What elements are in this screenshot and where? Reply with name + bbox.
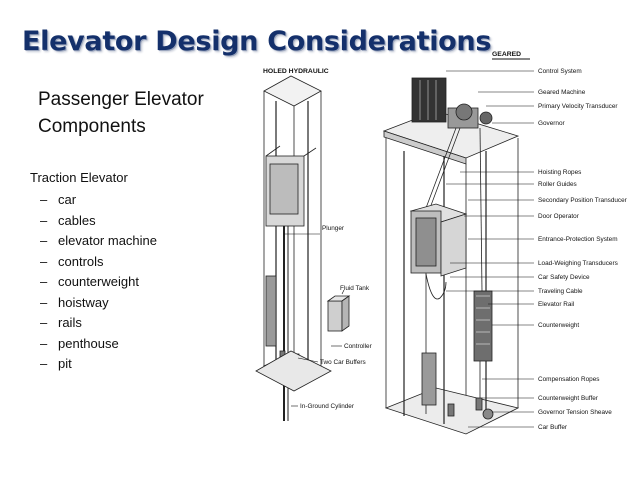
component-items: –car –cables –elevator machine –controls… xyxy=(30,190,157,375)
subtitle-line-1: Passenger Elevator xyxy=(38,89,204,110)
hydraulic-caption: HOLED HYDRAULIC xyxy=(263,68,329,75)
label-in-ground-cylinder: In-Ground Cylinder xyxy=(300,403,355,410)
list-item-text: hoistway xyxy=(58,294,109,310)
label-primary-velocity-transducer: Primary Velocity Transducer xyxy=(538,103,618,110)
list-item-text: car xyxy=(58,192,77,207)
label-secondary-position-transducer: Secondary Position Transducer xyxy=(538,197,628,204)
label-governor: Governor xyxy=(538,120,566,127)
list-item-text: pit xyxy=(58,356,72,371)
label-elevator-rail: Elevator Rail xyxy=(538,301,574,308)
label-traveling-cable: Traveling Cable xyxy=(538,288,583,295)
list-item-text: penthouse xyxy=(58,335,119,351)
list-item-text: rails xyxy=(58,315,82,330)
label-counterweight: Counterweight xyxy=(538,322,579,329)
label-load-weighing-transducers: Load-Weighing Transducers xyxy=(538,260,618,267)
slide-subtitle: Passenger Elevator Components xyxy=(38,86,204,140)
label-controller: Controller xyxy=(344,343,373,350)
list-item: –cables xyxy=(40,212,96,228)
component-list: Traction Elevator –car –cables –elevator… xyxy=(30,168,157,375)
list-item: –controls xyxy=(40,253,104,269)
label-governor-tension-sheave: Governor Tension Sheave xyxy=(538,409,612,416)
list-item: –hoistway xyxy=(40,294,109,310)
label-roller-guides: Roller Guides xyxy=(538,181,577,188)
subtitle-line-2: Components xyxy=(38,116,146,137)
label-car-buffer: Car Buffer xyxy=(538,424,568,431)
label-two-car-buffers: Two Car Buffers xyxy=(320,359,366,366)
label-control-system: Control System xyxy=(538,68,582,75)
geared-caption: GEARED xyxy=(492,51,521,58)
list-item: –rails xyxy=(40,315,82,330)
label-compensation-ropes: Compensation Ropes xyxy=(538,376,599,383)
label-hoisting-ropes: Hoisting Ropes xyxy=(538,169,581,176)
list-item-text: counterweight xyxy=(58,274,139,289)
label-counterweight-buffer: Counterweight Buffer xyxy=(538,395,599,402)
geared-elevator-illustration xyxy=(382,77,520,435)
list-heading: Traction Elevator xyxy=(30,170,128,185)
list-item: –elevator machine xyxy=(40,233,157,248)
list-item: –pit xyxy=(40,356,72,371)
list-item-text: cables xyxy=(58,212,96,228)
elevator-diagram: HOLED HYDRAULIC GEARED xyxy=(255,51,628,435)
list-item: –counterweight xyxy=(40,274,139,289)
label-door-operator: Door Operator xyxy=(538,213,580,220)
list-item: –car xyxy=(40,192,77,207)
label-fluid-tank: Fluid Tank xyxy=(340,285,370,292)
label-plunger: Plunger xyxy=(322,225,345,232)
label-entrance-protection-system: Entrance-Protection System xyxy=(538,236,618,243)
list-item-text: elevator machine xyxy=(58,233,157,248)
label-car-safety-device: Car Safety Device xyxy=(538,274,590,281)
list-item: –penthouse xyxy=(40,335,119,351)
list-item-text: controls xyxy=(58,253,104,269)
slide-title: Elevator Design Considerations xyxy=(22,26,492,57)
hydraulic-elevator-illustration xyxy=(255,75,351,421)
label-geared-machine: Geared Machine xyxy=(538,89,586,96)
